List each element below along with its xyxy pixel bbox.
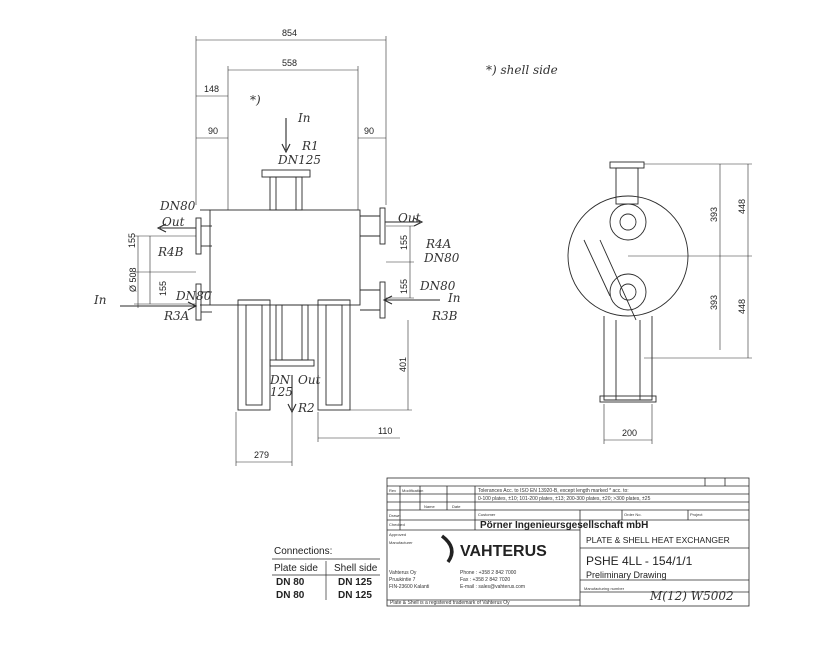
tb-company-line-1: Vahterus Oy xyxy=(389,570,417,576)
dim-left-nozzle: 90 xyxy=(208,126,218,136)
r4b-label: R4B xyxy=(157,245,184,259)
front-dimension-lines xyxy=(134,36,414,466)
dim-side-base: 200 xyxy=(622,428,637,438)
connections-header-shell: Shell side xyxy=(334,563,378,574)
connections-row-1-shell: DN 125 xyxy=(338,577,372,588)
side-dimension-lines xyxy=(603,163,752,444)
tb-customer-label: Customer xyxy=(478,512,496,517)
connections-table-lines xyxy=(272,558,380,600)
dim-side-upper-outer: 448 xyxy=(737,199,747,214)
dim-lower-height: 401 xyxy=(398,357,408,372)
r4a-flow-label: Out xyxy=(398,211,421,225)
connections-title: Connections: xyxy=(274,546,332,557)
tb-header-name: Name xyxy=(424,504,435,509)
tb-trademark-note: Plate & Shell is a registered trademark … xyxy=(390,600,510,606)
lower-port xyxy=(609,273,647,311)
tb-tolerance-note: Tolerances Acc. to ISO EN 13920-B, excep… xyxy=(478,488,629,494)
right-lower-flange xyxy=(360,281,386,319)
r3a-label: R3A xyxy=(163,309,190,323)
upper-port xyxy=(609,203,647,241)
r1-flow-label: In xyxy=(297,111,310,125)
r3b-flow-label: In xyxy=(447,291,460,305)
connections-header-plate: Plate side xyxy=(274,563,318,574)
title-block xyxy=(386,477,750,607)
connections-row-2-plate: DN 80 xyxy=(276,590,305,601)
tb-row-drawn: Drawn xyxy=(389,513,401,518)
support-legs xyxy=(237,299,351,411)
tb-contact-phone: Phone : +358 2 842 7000 xyxy=(460,570,517,576)
star-marker: *) xyxy=(250,93,261,107)
tb-tolerance-values: 0-100 plates, ±10; 101-200 plates, ±13; … xyxy=(478,496,651,502)
dim-diameter: Ø 508 xyxy=(128,267,138,292)
r1-label: R1 xyxy=(301,139,319,153)
dim-left-upper-spacing: 155 xyxy=(127,233,137,248)
tb-brand: VAHTERUS xyxy=(460,543,547,560)
tb-project-label: Project xyxy=(690,512,703,517)
tb-contact-fax: Fax : +358 2 842 7020 xyxy=(460,577,510,583)
tb-header-modification: Modification xyxy=(402,488,423,493)
dim-side-upper-inner: 393 xyxy=(709,207,719,222)
tb-order-label: Order No. xyxy=(624,512,642,517)
dim-right-upper-spacing: 155 xyxy=(399,235,409,250)
tb-row-checked: Checked xyxy=(389,522,405,527)
r3a-flow-label: In xyxy=(93,293,106,307)
tb-row-manufacturer: Manufacturer xyxy=(389,540,413,545)
r3b-size-label: DN80 xyxy=(419,279,456,293)
r4b-size-label: DN80 xyxy=(159,199,196,213)
dim-bottom-offset: 110 xyxy=(378,426,392,436)
dim-right-lower-spacing: 155 xyxy=(399,279,409,294)
tb-header-rev: Rev xyxy=(389,488,396,493)
shell-side-note: *) shell side xyxy=(486,63,558,77)
dim-bottom-left: 279 xyxy=(254,450,269,460)
tb-contact-email: E-mail : sales@vahterus.com xyxy=(460,584,525,590)
bottom-nozzle-r2 xyxy=(269,304,315,367)
top-nozzle-r1 xyxy=(261,169,311,211)
r2-size-label-a: DN xyxy=(269,373,291,387)
connections-row-2-shell: DN 125 xyxy=(338,590,372,601)
tb-product-type: PLATE & SHELL HEAT EXCHANGER xyxy=(586,535,730,545)
dim-side-lower-inner: 393 xyxy=(709,295,719,310)
tb-model: PSHE 4LL - 154/1/1 xyxy=(586,554,693,568)
r4a-size-label: DN80 xyxy=(423,251,460,265)
r2-size-label-b: 125 xyxy=(270,385,293,399)
vahterus-logo-icon xyxy=(440,534,454,564)
r1-size-label: DN125 xyxy=(277,153,321,167)
dim-left-offset: 148 xyxy=(204,84,219,94)
r4b-flow-label: Out xyxy=(162,215,185,229)
r4a-label: R4A xyxy=(425,237,452,251)
tb-company-line-2: Pruukintie 7 xyxy=(389,577,416,583)
dim-inner-width: 558 xyxy=(282,58,297,68)
dim-overall-width: 854 xyxy=(282,28,297,38)
tb-customer: Pörner Ingenieursgesellschaft mbH xyxy=(480,520,648,531)
tb-header-date: Date xyxy=(452,504,461,509)
r3a-size-label: DN80 xyxy=(175,289,212,303)
tb-company-line-3: FIN-23600 Kalanti xyxy=(389,584,429,590)
left-lower-flange xyxy=(195,283,212,321)
side-view xyxy=(567,161,752,444)
tb-manufacturing-number: M(12) W5002 xyxy=(649,589,734,603)
connections-row-1-plate: DN 80 xyxy=(276,577,305,588)
tb-row-approved: Approved xyxy=(389,532,406,537)
flow-arrows xyxy=(120,118,440,414)
r2-label: R2 xyxy=(297,401,315,415)
dim-right-nozzle: 90 xyxy=(364,126,374,136)
tb-drawing-status: Preliminary Drawing xyxy=(586,570,667,580)
shell-body xyxy=(209,209,361,306)
r3b-label: R3B xyxy=(431,309,458,323)
r2-flow-label: Out xyxy=(298,373,321,387)
dim-left-lower-spacing: 155 xyxy=(158,281,168,296)
tb-manufacturing-label: Manufacturing number xyxy=(584,586,625,591)
dim-side-lower-outer: 448 xyxy=(737,299,747,314)
right-upper-flange xyxy=(360,207,386,245)
front-view xyxy=(120,36,440,466)
